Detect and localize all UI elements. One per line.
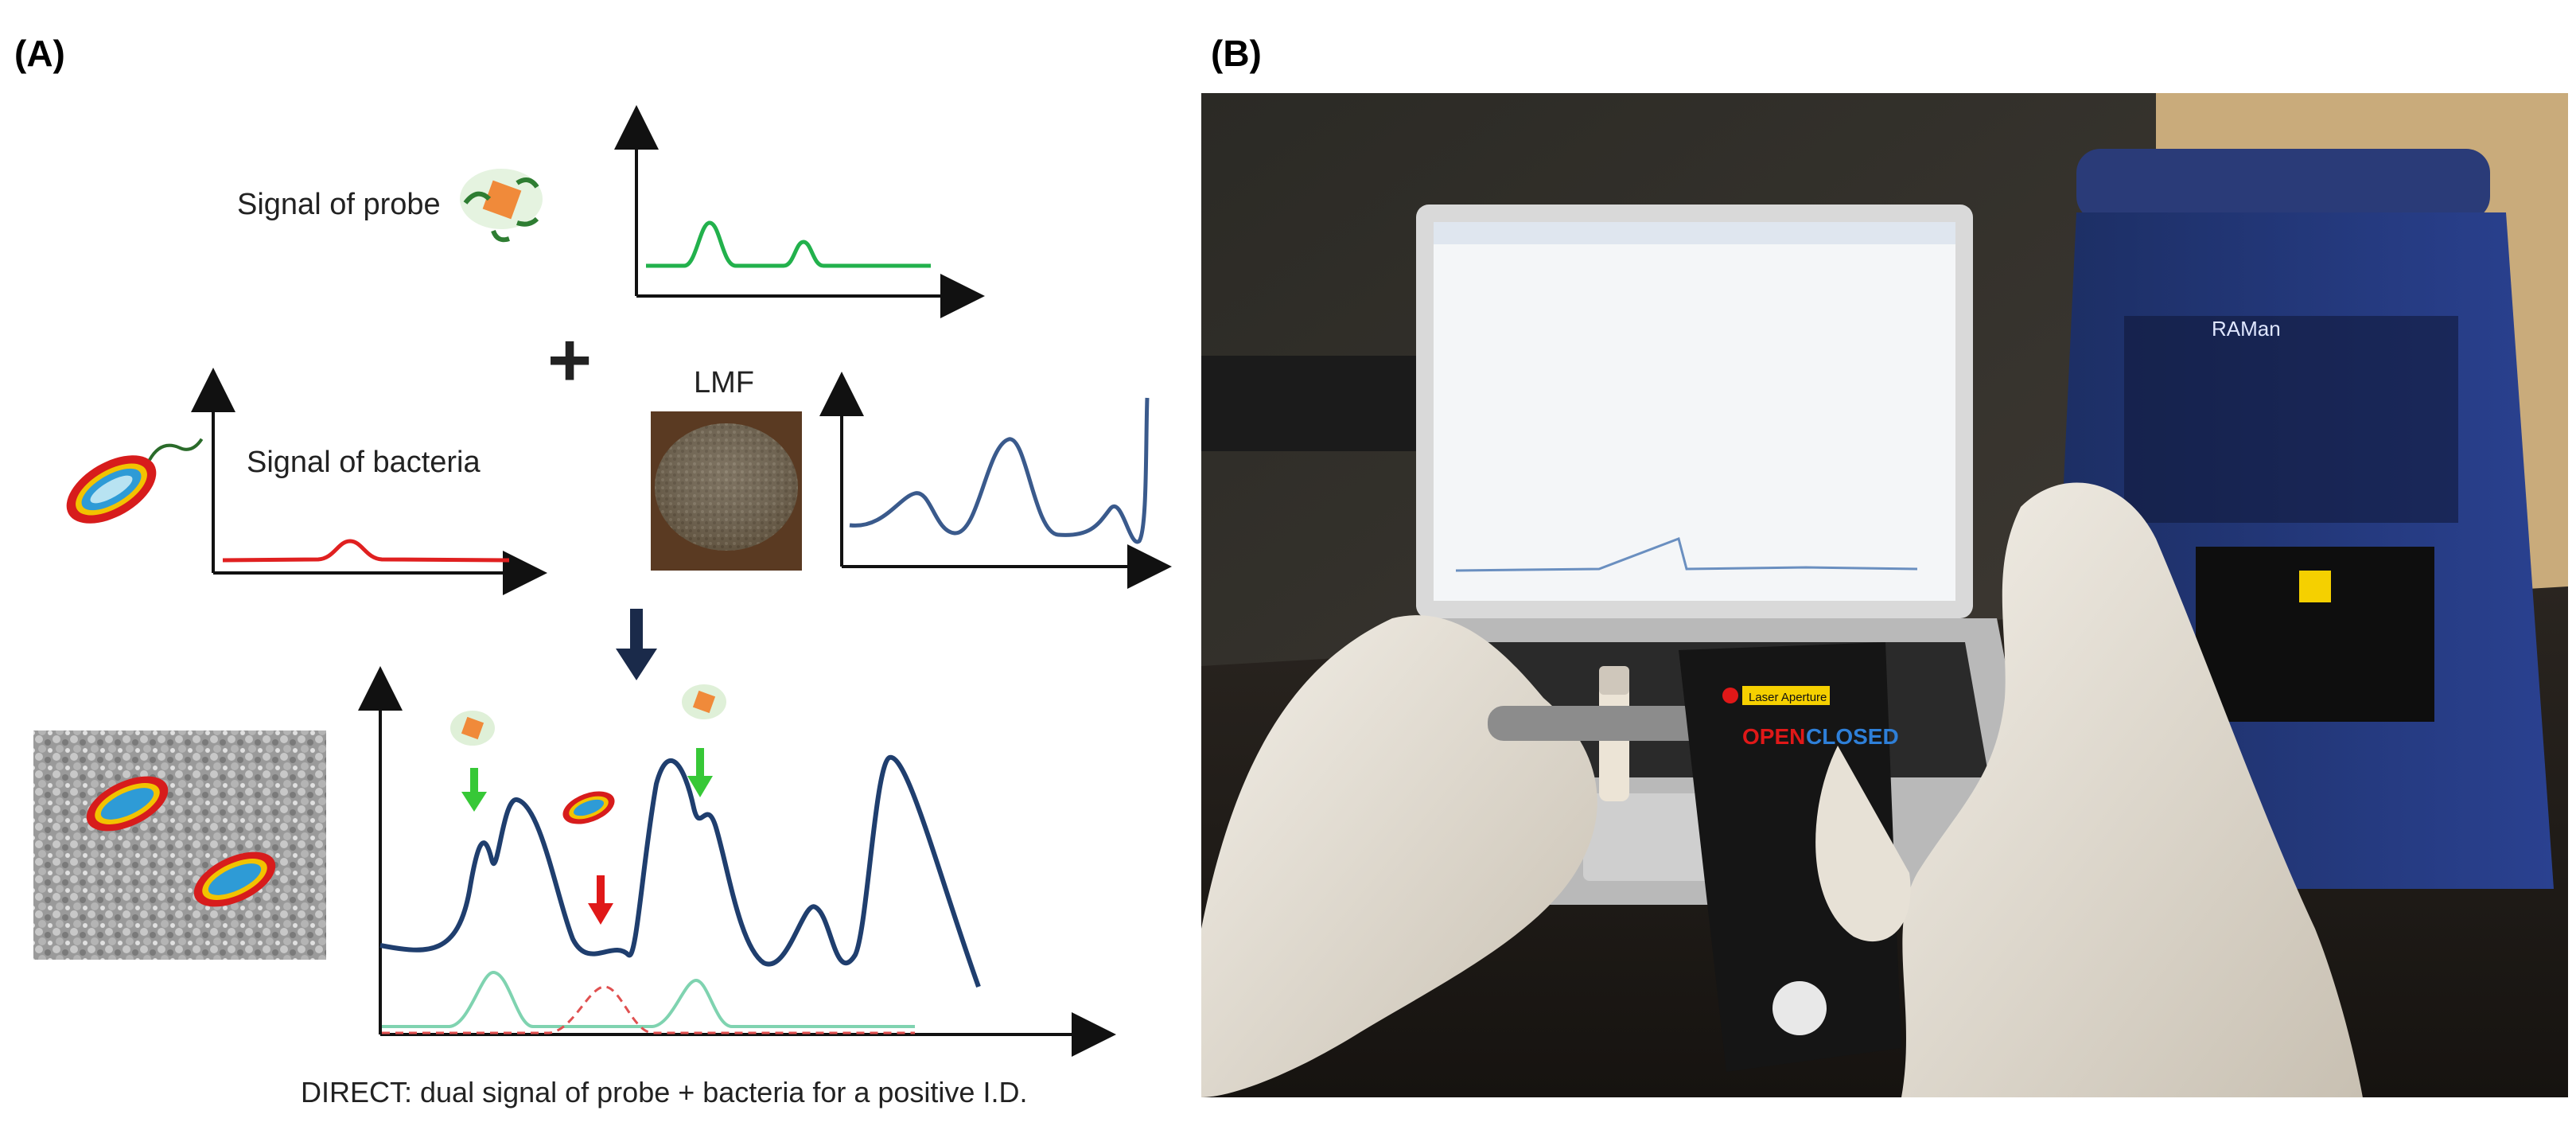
- probe-peak-icon-right: [682, 684, 726, 719]
- probe-signal-chart: [614, 105, 985, 318]
- gravel-bacteria-image: [33, 731, 326, 960]
- bacteria-signal-curve: [222, 539, 510, 563]
- lmf-label: LMF: [694, 366, 754, 399]
- open-label: OPEN: [1742, 724, 1805, 749]
- lmf-signal-chart: [819, 372, 1172, 589]
- laser-aperture-tag: Laser Aperture: [1749, 691, 1827, 704]
- combined-signal-curve: [379, 754, 981, 988]
- right-gloved-hand: [1815, 482, 2363, 1097]
- panel-a-label: (A): [14, 33, 65, 74]
- panel-b-label: (B): [1211, 33, 1262, 74]
- bacteria-signal-label: Signal of bacteria: [247, 446, 481, 479]
- combined-signal-chart: [358, 666, 1116, 1057]
- probe-icon: [460, 169, 543, 243]
- plus-sign: +: [547, 318, 593, 403]
- probe-component-curve: [382, 970, 915, 1028]
- probe-barrel: [1488, 706, 1726, 741]
- handheld-raman-photo: RAMan Laser Aperture OPEN CLOSED: [1201, 93, 2568, 1097]
- bacteria-icon: [66, 438, 204, 524]
- down-arrow-icon: [616, 609, 657, 680]
- handheld-probe-head: Laser Aperture OPEN CLOSED: [1679, 642, 1901, 1072]
- lmf-signal-curve: [849, 397, 1150, 544]
- red-arrow-icon: [588, 875, 613, 925]
- bacteria-signal-chart: [191, 368, 547, 595]
- green-arrow-left-icon: [461, 768, 487, 812]
- probe-signal-label: Signal of probe: [237, 188, 441, 221]
- probe-peak-icon-left: [450, 711, 495, 746]
- device-brand: RAMan: [2212, 317, 2281, 341]
- probe-signal-curve: [646, 220, 931, 268]
- closed-label: CLOSED: [1806, 724, 1899, 749]
- lmf-bowl-image: [651, 411, 802, 571]
- bacteria-peak-icon: [562, 791, 615, 824]
- panel-a-diagram: [33, 105, 1172, 1057]
- green-arrow-right-icon: [687, 748, 713, 797]
- figure-caption: DIRECT: dual signal of probe + bacteria …: [301, 1076, 1028, 1108]
